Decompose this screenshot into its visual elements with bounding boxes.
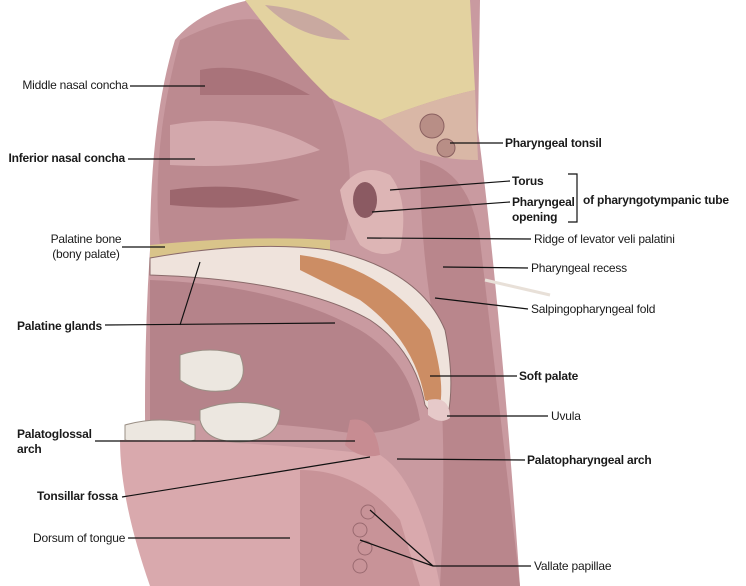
label-vallate-papillae: Vallate papillae [534,559,612,573]
sphenoid-sinus [265,5,350,40]
label-pharyngeal-opening-line1: Pharyngeal [512,195,575,209]
label-palatoglossal-line1: Palatoglossal [17,427,92,441]
label-palatine-bone-line1: Palatine bone [50,232,122,246]
label-pharyngeal-opening-line2: opening [512,210,558,224]
oral-cavity [150,280,420,434]
tongue-root [300,470,420,586]
label-palatopharyngeal-arch: Palatopharyngeal arch [527,453,652,467]
label-palatine-bone: Palatine bone (bony palate) [40,232,132,262]
label-salpingopharyngeal-fold: Salpingopharyngeal fold [531,302,656,316]
tube-opening-shape [353,182,377,218]
label-uvula: Uvula [551,409,581,423]
label-dorsum-of-tongue: Dorsum of tongue [33,531,126,545]
tonsil-crypt [419,113,445,139]
label-pharyngeal-tonsil: Pharyngeal tonsil [505,136,602,150]
label-palatine-glands: Palatine glands [17,319,103,333]
middle-nasal-concha-shape [200,67,310,95]
uvula-shape [428,399,450,421]
tube-bracket [568,173,578,223]
inferior-nasal-concha-shape [170,120,320,166]
vallate-papillae-shapes [352,504,376,574]
label-inferior-nasal-concha: Inferior nasal concha [8,151,125,165]
tonsil-crypt [436,138,456,158]
label-palatoglossal-line2: arch [17,442,42,456]
upper-molar [179,349,244,392]
label-middle-nasal-concha: Middle nasal concha [22,78,128,92]
label-soft-palate: Soft palate [519,369,579,383]
label-palatoglossal-arch: Palatoglossal arch [17,427,92,457]
label-ridge-levator: Ridge of levator veli palatini [534,232,675,246]
label-palatine-bone-line2: (bony palate) [52,247,120,261]
lower-molar-1 [199,402,281,443]
label-pharyngotympanic-tube: of pharyngotympanic tube [583,193,729,207]
inferior-meatus-shape [170,186,300,208]
palatal-muscle [300,255,442,405]
palatoglossal-arch-shape [345,419,380,457]
label-pharyngeal-opening: Pharyngeal opening [512,195,575,225]
probe-shape [484,278,551,297]
label-pharyngeal-recess: Pharyngeal recess [531,261,627,275]
leader-lines [95,85,578,567]
label-torus: Torus [512,174,544,188]
label-tonsillar-fossa: Tonsillar fossa [37,489,118,503]
